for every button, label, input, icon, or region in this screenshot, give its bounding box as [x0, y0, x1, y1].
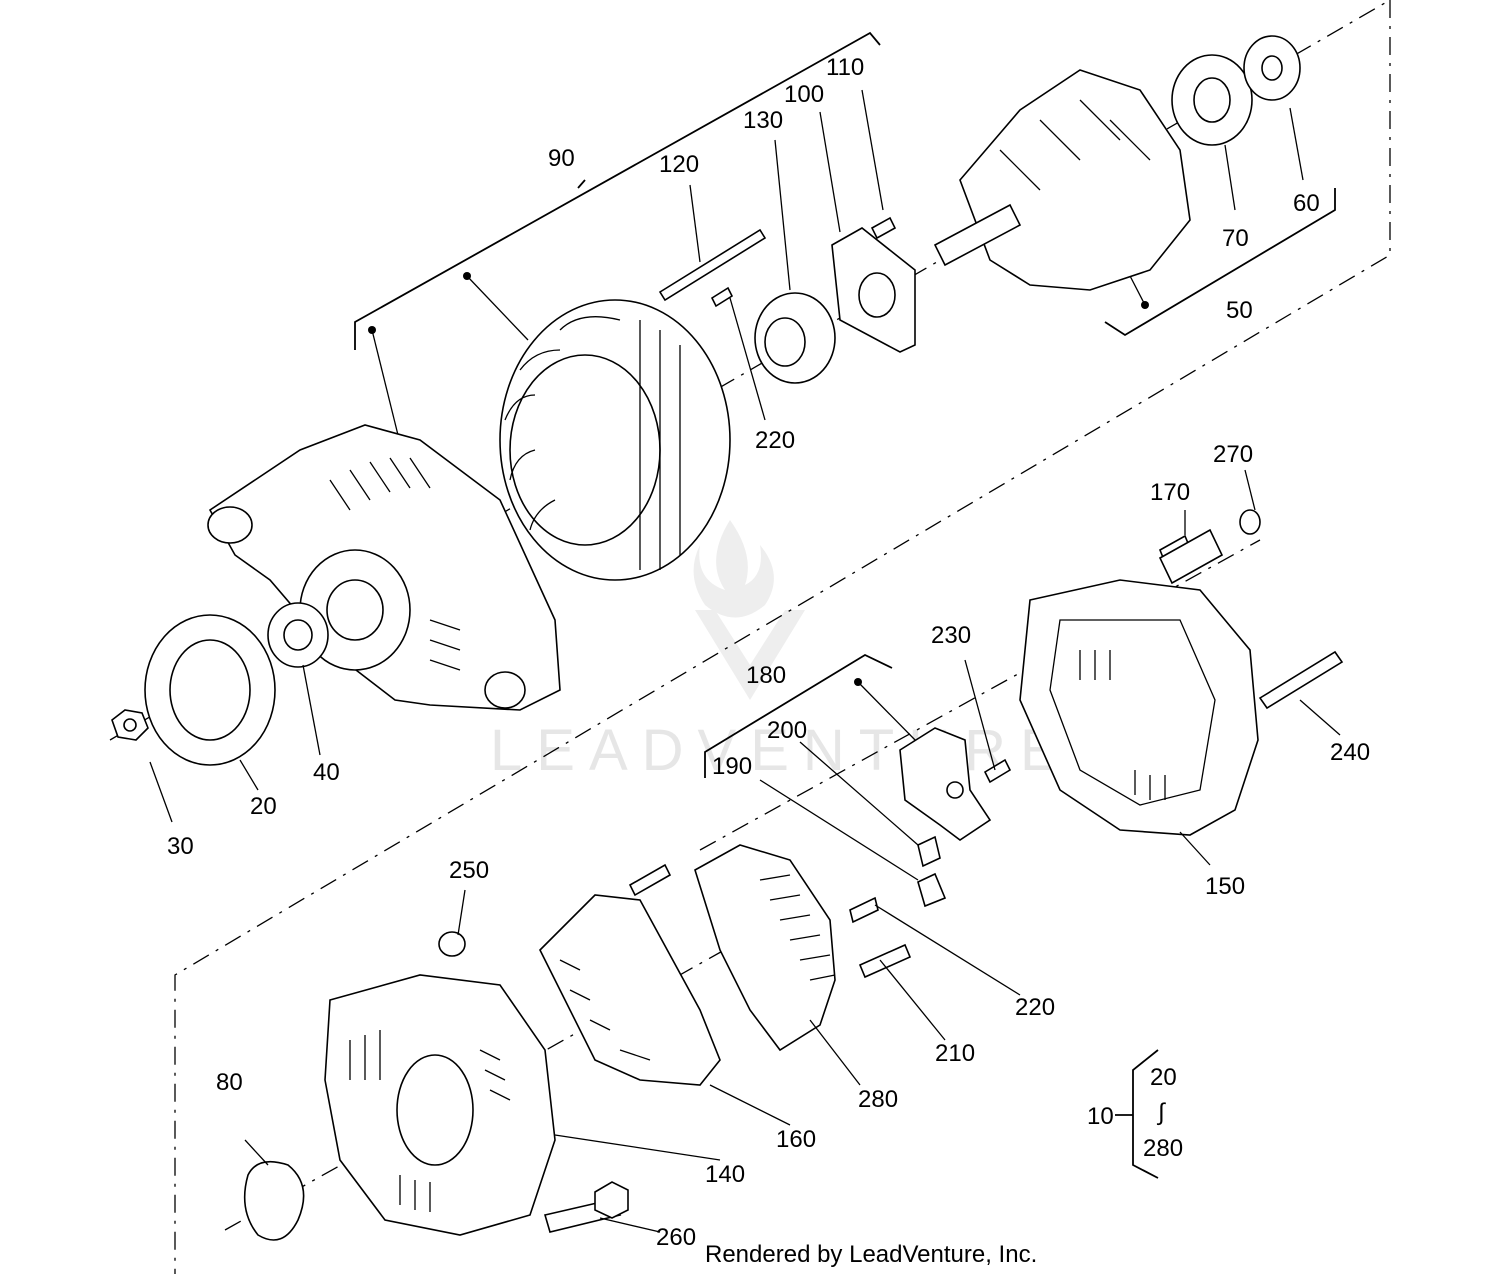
part-callouts: 10 20 30 40 50 60 70 80 90 100 110 120 1… — [167, 54, 1370, 1251]
callout-170[interactable]: 170 — [1150, 479, 1190, 506]
bracket-90 — [354, 31, 881, 436]
range-from: 20 — [1150, 1064, 1177, 1091]
callout-220-upper[interactable]: 220 — [755, 427, 795, 454]
callout-200[interactable]: 200 — [767, 717, 807, 744]
callout-40[interactable]: 40 — [313, 759, 340, 786]
rear-housing-140 — [243, 931, 629, 1241]
range-brace — [1115, 1049, 1159, 1179]
brush-holder-assembly — [899, 727, 1012, 908]
bearing-plate-bolts — [658, 216, 916, 384]
callout-130[interactable]: 130 — [743, 107, 783, 134]
range-note: 20 ∫ 280 — [1143, 1064, 1183, 1162]
callout-180[interactable]: 180 — [746, 662, 786, 689]
callout-20[interactable]: 20 — [250, 793, 277, 820]
callout-120[interactable]: 120 — [659, 151, 699, 178]
callout-210[interactable]: 210 — [935, 1040, 975, 1067]
callout-80[interactable]: 80 — [216, 1069, 243, 1096]
rotor — [933, 35, 1301, 291]
callout-30[interactable]: 30 — [167, 833, 194, 860]
rendered-by-credit: Rendered by LeadVenture, Inc. — [705, 1241, 1037, 1268]
rectifier-160 — [539, 863, 721, 1086]
callout-240[interactable]: 240 — [1330, 739, 1370, 766]
range-to: 280 — [1143, 1135, 1183, 1162]
callout-10[interactable]: 10 — [1087, 1103, 1114, 1130]
callout-230[interactable]: 230 — [931, 622, 971, 649]
regulator-280 — [694, 844, 912, 1052]
callout-140[interactable]: 140 — [705, 1161, 745, 1188]
callout-160[interactable]: 160 — [776, 1126, 816, 1153]
callout-70[interactable]: 70 — [1222, 225, 1249, 252]
leader-lines — [149, 89, 1341, 1233]
callout-260[interactable]: 260 — [656, 1224, 696, 1251]
callout-90[interactable]: 90 — [548, 145, 575, 172]
callout-250[interactable]: 250 — [449, 857, 489, 884]
callout-190[interactable]: 190 — [712, 753, 752, 780]
callout-110[interactable]: 110 — [826, 54, 864, 81]
stator — [499, 299, 731, 581]
pulley-and-nut — [111, 602, 329, 766]
range-symbol: ∫ — [1156, 1099, 1166, 1126]
callout-60[interactable]: 60 — [1293, 190, 1320, 217]
callout-150[interactable]: 150 — [1205, 873, 1245, 900]
callout-50[interactable]: 50 — [1226, 297, 1253, 324]
callout-270[interactable]: 270 — [1213, 441, 1253, 468]
stud-and-nut-170-270 — [1158, 528, 1224, 585]
bracket-50 — [1104, 188, 1336, 337]
callout-220-lower[interactable]: 220 — [1015, 994, 1055, 1021]
bracket-180 — [704, 653, 921, 778]
callout-280[interactable]: 280 — [858, 1086, 898, 1113]
callout-100[interactable]: 100 — [784, 81, 824, 108]
